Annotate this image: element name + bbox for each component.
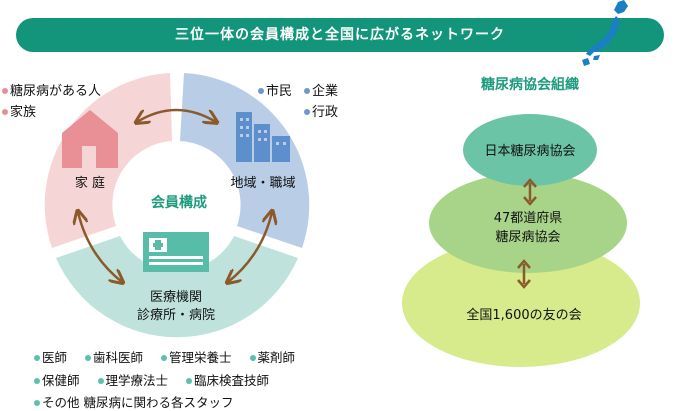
org-ellipse-middle: [429, 173, 627, 273]
hospital-icon: [143, 232, 209, 272]
bullet-icon: [249, 354, 256, 361]
bullet-icon: [186, 377, 192, 384]
buildings-icon: [236, 112, 290, 162]
arrow-home-community: [137, 108, 216, 122]
community-member-company: 企業: [304, 80, 338, 99]
segment-label-medical-1: 医療機関: [149, 290, 202, 305]
bullet-icon: [85, 354, 91, 361]
bullet-icon: [161, 354, 167, 361]
bullet-icon: [97, 377, 104, 384]
japan-map-icon: [582, 0, 628, 66]
org-ellipse-bottom: [402, 239, 640, 367]
bullet-icon: [304, 87, 310, 94]
banner-title: 三位一体の会員構成と全国に広がるネットワーク: [175, 27, 505, 43]
staff-row-3: その他 糖尿病に関わる各スタッフ: [34, 392, 247, 411]
bullet-icon: [304, 108, 310, 115]
membership-title: 会員構成: [151, 195, 207, 211]
org-arrow-top: [523, 178, 537, 206]
bullet-icon: [34, 354, 40, 361]
staff-row-1: 医師 歯科医師 管理栄養士 薬剤師: [34, 347, 309, 366]
title-banner: 三位一体の会員構成と全国に広がるネットワーク: [16, 18, 664, 52]
segment-label-home: 家 庭: [74, 176, 106, 191]
arrow-home-medical: [78, 212, 122, 282]
org-label-national: 日本糖尿病協会: [484, 144, 576, 159]
segment-label-medical-2: 診療所・病院: [136, 308, 215, 323]
bullet-icon: [34, 377, 40, 384]
bullet-icon: [258, 87, 264, 94]
arrow-community-medical: [228, 212, 272, 282]
home-member-patient: 糖尿病がある人: [2, 80, 101, 99]
org-label-local-chapters: 全国1,600の友の会: [466, 308, 582, 323]
org-label-prefectural-1: 47都道府県: [493, 211, 563, 226]
staff-row-2: 保健師 理学療法士 臨床検査技師: [34, 370, 283, 389]
org-label-prefectural-2: 糖尿病協会: [495, 230, 561, 245]
community-member-citizen: 市民: [258, 80, 292, 99]
community-member-government: 行政: [304, 101, 338, 120]
segment-label-community: 地域・職域: [230, 176, 296, 191]
bullet-icon: [2, 108, 8, 115]
house-icon: [62, 110, 118, 168]
bullet-icon: [2, 87, 8, 94]
org-ellipse-top: [463, 114, 597, 186]
bullet-icon: [34, 399, 40, 406]
home-member-family: 家族: [2, 101, 36, 120]
org-arrow-bottom: [517, 259, 531, 289]
organization-title: 糖尿病協会組織: [481, 77, 579, 93]
